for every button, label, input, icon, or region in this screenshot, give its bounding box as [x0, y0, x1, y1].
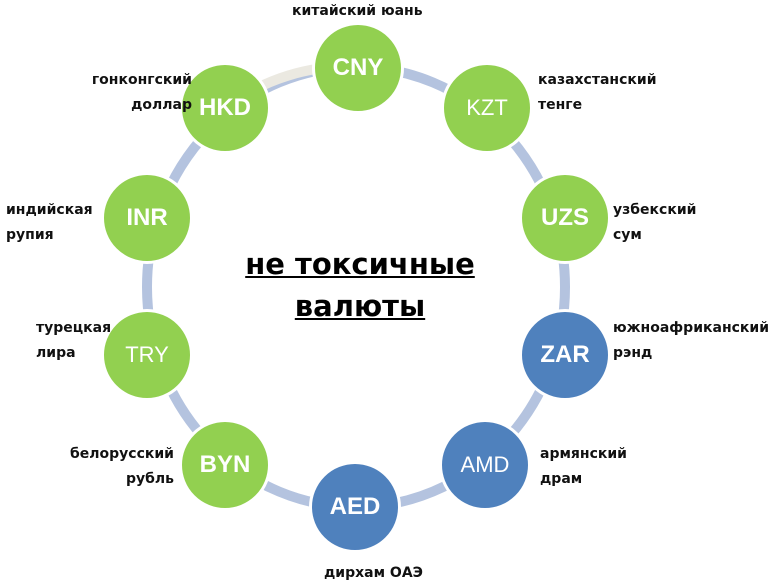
node-uzs: UZS [519, 172, 611, 264]
node-code: INR [126, 204, 168, 231]
node-kzt: KZT [441, 62, 533, 154]
node-code: UZS [541, 204, 589, 231]
label-uzs: узбекский сум [613, 198, 696, 248]
label-aed: дирхам ОАЭ [324, 561, 423, 584]
label-line: турецкая [36, 320, 112, 336]
diagram-title: не токсичные валюты [200, 243, 520, 327]
label-hkd: гонконгский доллар [92, 68, 192, 118]
node-amd: AMD [439, 419, 531, 511]
label-inr: индийская рупия [6, 198, 93, 248]
label-line: дирхам ОАЭ [324, 565, 423, 581]
node-code: CNY [332, 54, 384, 81]
label-line: рубль [125, 471, 174, 487]
label-line: белорусский [69, 446, 174, 462]
label-line: лира [36, 345, 76, 361]
label-kzt: казахстанский тенге [538, 68, 657, 118]
label-line: узбекский [613, 202, 697, 218]
node-hkd: HKD [179, 62, 271, 154]
label-cny: китайский юань [292, 0, 423, 24]
label-line: армянский [540, 446, 627, 462]
label-line: рупия [6, 227, 54, 243]
label-line: казахстанский [538, 72, 657, 88]
label-line: индийская [6, 202, 93, 218]
label-line: китайский юань [292, 3, 423, 19]
node-code: KZT [466, 95, 508, 120]
node-code: ZAR [540, 341, 590, 368]
node-code: HKD [199, 94, 251, 121]
node-try: TRY [101, 309, 193, 401]
node-inr: INR [101, 172, 193, 264]
node-aed: AED [309, 461, 401, 553]
node-cny: CNY [312, 22, 404, 114]
label-amd: армянский драм [540, 442, 627, 492]
label-line: южноафриканский [613, 320, 770, 336]
label-line: тенге [538, 97, 583, 113]
node-zar: ZAR [519, 309, 611, 401]
node-code: AMD [460, 452, 510, 477]
label-line: гонконгский [91, 72, 192, 88]
node-code: AED [329, 493, 381, 520]
title-line-1: не токсичные [245, 247, 475, 281]
label-line: сум [613, 227, 642, 243]
label-line: драм [540, 471, 583, 487]
title-line-2: валюты [294, 289, 426, 323]
label-line: рэнд [613, 345, 653, 361]
node-code: BYN [199, 451, 251, 478]
node-byn: BYN [179, 419, 271, 511]
node-code: TRY [125, 342, 169, 367]
label-try: турецкая лира [36, 316, 111, 366]
label-zar: южноафриканский рэнд [613, 316, 769, 366]
label-byn: белорусский рубль [70, 442, 174, 492]
label-line: доллар [131, 97, 192, 113]
